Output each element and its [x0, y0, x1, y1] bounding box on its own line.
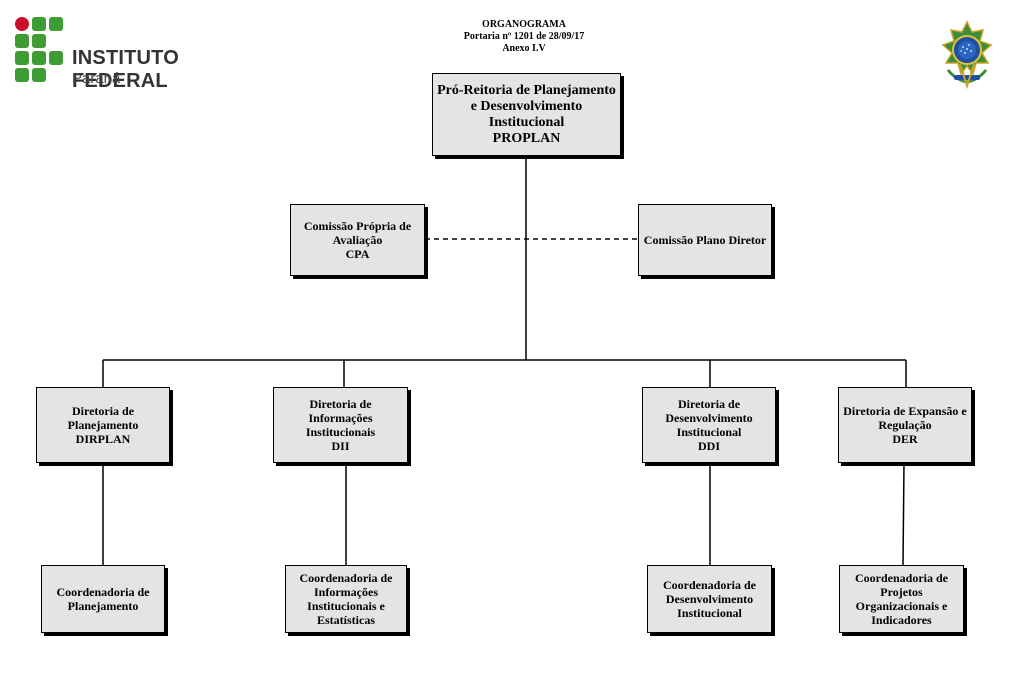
- box-der: Diretoria de Expansão e Regulação DER: [838, 387, 972, 463]
- ifpr-logo-grid-icon: [15, 17, 65, 83]
- box-cpa-line: CPA: [345, 247, 370, 261]
- box-proplan: Pró-Reitoria de Planejamento e Desenvolv…: [432, 73, 621, 156]
- box-coord-planejamento: Coordenadoria de Planejamento: [41, 565, 165, 633]
- box-coord-informacoes-line: Institucionais e: [307, 599, 385, 613]
- box-proplan-line: Institucional: [488, 114, 565, 130]
- box-cpa-line: Avaliação: [332, 233, 383, 247]
- box-coord-planejamento-line: Coordenadoria de: [56, 585, 150, 599]
- box-coord-projetos-line: Indicadores: [871, 613, 932, 627]
- box-ddi-line: DDI: [697, 439, 720, 453]
- box-dirplan-line: Diretoria de: [71, 404, 135, 418]
- connector-der-coord: [902, 462, 905, 566]
- box-dii-line: Diretoria de: [309, 397, 372, 411]
- brazil-coat-of-arms-icon: [941, 20, 993, 90]
- ifpr-logo: INSTITUTO FEDERAL Paraná: [15, 17, 275, 92]
- box-proplan-line: PROPLAN: [492, 130, 561, 146]
- box-der-line: DER: [892, 432, 918, 446]
- logo-campus-name: Paraná: [72, 70, 121, 87]
- header-portaria: Portaria nº 1201 de 28/09/17: [463, 31, 585, 42]
- document-header: ORGANOGRAMA Portaria nº 1201 de 28/09/17…: [424, 19, 624, 55]
- box-coord-desenvolvimento-line: Desenvolvimento: [665, 592, 754, 606]
- box-proplan-line: e Desenvolvimento: [470, 98, 583, 114]
- box-coord-desenvolvimento-line: Coordenadoria de: [663, 578, 756, 592]
- box-ddi: Diretoria de Desenvolvimento Institucion…: [642, 387, 776, 463]
- box-coord-projetos-line: Coordenadoria de: [855, 571, 948, 585]
- box-plano-diretor: Comissão Plano Diretor: [638, 204, 772, 276]
- box-ddi-line: Diretoria de: [677, 397, 741, 411]
- box-cpa-line: Comissão Própria de: [303, 219, 412, 233]
- box-coord-informacoes-line: Coordenadoria de: [299, 571, 393, 585]
- box-coord-projetos: Coordenadoria de Projetos Organizacionai…: [839, 565, 964, 633]
- box-coord-informacoes-line: Informações: [314, 585, 378, 599]
- box-coord-informacoes-line: Estatísticas: [317, 613, 375, 627]
- box-dii: Diretoria de Informações Institucionais …: [273, 387, 408, 463]
- box-der-line: Diretoria de Expansão e: [843, 404, 967, 418]
- header-title: ORGANOGRAMA: [482, 19, 566, 30]
- box-der-line: Regulação: [878, 418, 932, 432]
- box-ddi-line: Institucional: [676, 425, 742, 439]
- logo-institution-name: INSTITUTO FEDERAL: [72, 47, 179, 92]
- box-coord-projetos-line: Organizacionais e: [855, 599, 948, 613]
- box-dirplan-line: DIRPLAN: [75, 432, 131, 446]
- box-coord-desenvolvimento-line: Institucional: [677, 606, 742, 620]
- box-dii-line: Institucionais: [305, 425, 376, 439]
- box-dirplan-line: Planejamento: [67, 418, 139, 432]
- box-coord-planejamento-line: Planejamento: [67, 599, 139, 613]
- box-coord-desenvolvimento: Coordenadoria de Desenvolvimento Institu…: [647, 565, 772, 633]
- box-coord-informacoes: Coordenadoria de Informações Institucion…: [285, 565, 407, 633]
- box-proplan-line: Pró-Reitoria de Planejamento: [437, 82, 616, 98]
- box-dii-line: Informações: [308, 411, 373, 425]
- box-plano-diretor-line: Comissão Plano Diretor: [643, 233, 767, 247]
- header-annex: Anexo I.V: [502, 43, 546, 54]
- box-dii-line: DII: [331, 439, 350, 453]
- box-ddi-line: Desenvolvimento: [665, 411, 753, 425]
- box-dirplan: Diretoria de Planejamento DIRPLAN: [36, 387, 170, 463]
- box-coord-projetos-line: Projetos: [880, 585, 923, 599]
- box-cpa: Comissão Própria de Avaliação CPA: [290, 204, 425, 276]
